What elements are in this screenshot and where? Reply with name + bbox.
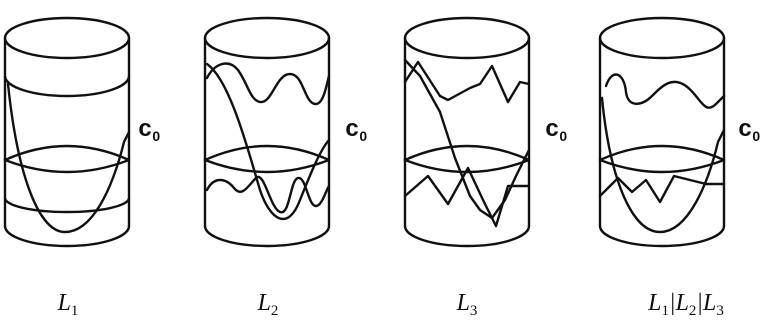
zigzag-upper-curve <box>403 60 531 104</box>
ring-c0-back <box>3 158 131 174</box>
panel-2: c0 <box>203 16 367 248</box>
cylinder <box>3 16 131 248</box>
panel-label-4: L1|L2|L3 <box>647 290 724 319</box>
c0-label: c0 <box>545 117 567 144</box>
zigzag-lower-curve <box>598 174 726 204</box>
ring-upper <box>3 74 131 98</box>
panel-label-3: L3 <box>456 290 478 319</box>
ring-c0 <box>3 144 131 162</box>
ring-c0 <box>403 144 531 162</box>
c0-label: c0 <box>345 117 367 144</box>
cylinder <box>598 16 726 248</box>
c0-label: c0 <box>138 117 160 144</box>
wavy-upper-curve <box>604 73 726 109</box>
wavy-upper-curve <box>205 62 331 106</box>
cylinder <box>203 16 331 248</box>
panel-4: c0 <box>598 16 760 248</box>
panel-label-1: L1 <box>57 290 79 319</box>
ring-lower <box>3 196 131 214</box>
diagonal-curve <box>205 62 331 221</box>
ring-c0 <box>203 144 331 162</box>
panel-1: c0 <box>3 16 160 248</box>
zigzag-lower-curve <box>403 166 531 228</box>
ring-c0 <box>598 144 726 162</box>
parabola-curve <box>600 96 726 234</box>
ring-c0-back <box>203 158 331 174</box>
cylinder <box>403 16 531 248</box>
panel-3: c0 <box>403 16 567 248</box>
ring-c0-back <box>598 158 726 174</box>
c0-label: c0 <box>738 117 760 144</box>
diagonal-zigzag-curve <box>403 58 531 220</box>
parabola-curve <box>6 82 131 234</box>
wavy-lower-curve <box>205 175 331 214</box>
panel-label-2: L2 <box>257 290 279 319</box>
